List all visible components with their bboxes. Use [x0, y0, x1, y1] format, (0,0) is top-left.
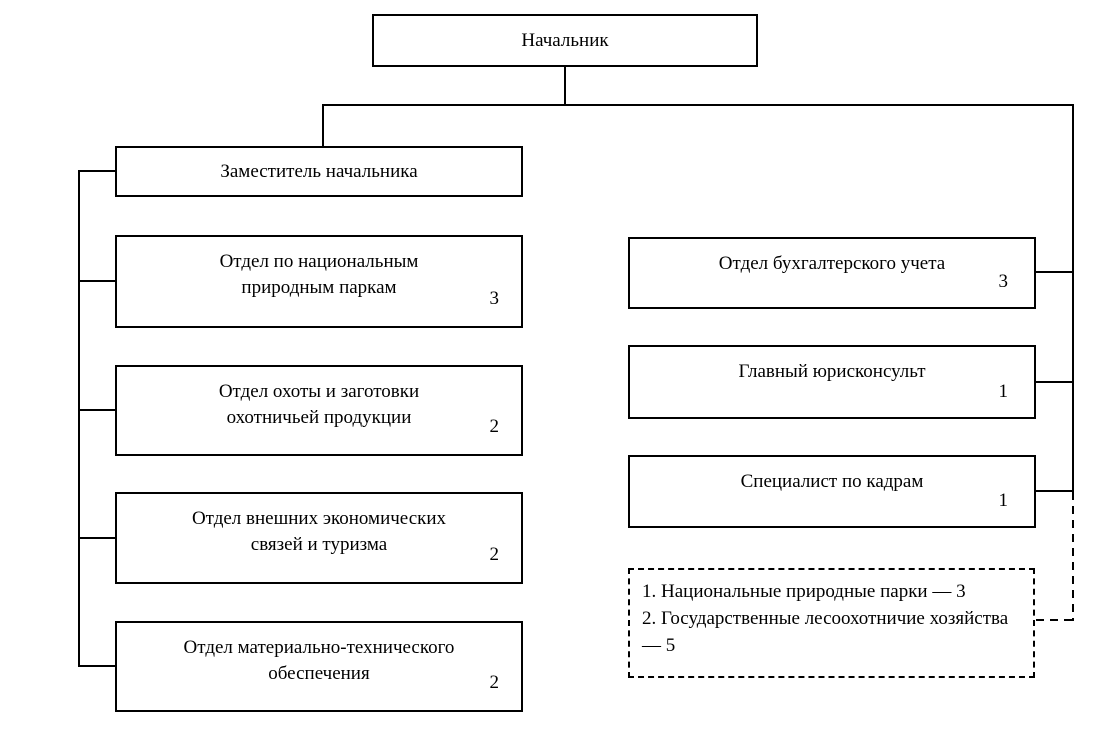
staff-count: 1 [998, 490, 1009, 511]
dept-hunting-box: Отдел охоты и заготовки охотничьей проду… [115, 365, 523, 456]
dept-label: Отдел охоты и заготовки охотничьей проду… [117, 379, 521, 431]
deputy-box: Заместитель начальника [115, 146, 523, 197]
dept-label-line: Отдел внешних экономических [191, 508, 447, 529]
legend-item: 2. Государственные лесоохотничие хозяйст… [642, 608, 1009, 656]
connector-hunting [78, 409, 117, 411]
hr-specialist-box: Специалист по кадрам 1 [628, 455, 1036, 528]
connector-legend-dashed [1036, 619, 1074, 621]
dept-label: Специалист по кадрам [740, 471, 924, 492]
legend-item: 1. Национальные природные парки — 3 [642, 581, 966, 602]
staff-count: 2 [489, 416, 500, 437]
staff-count: 3 [998, 271, 1009, 292]
connector-chief-legal [1034, 381, 1074, 383]
connector-accounting [1034, 271, 1074, 273]
connector-right-trunk-dashed [1072, 492, 1074, 621]
connector-deputy [78, 170, 117, 172]
dept-label-line: обеспечения [268, 663, 370, 684]
legend-box: 1. Национальные природные парки — 3 2. Г… [628, 568, 1035, 678]
connector-hr-specialist [1034, 490, 1074, 492]
staff-count: 2 [489, 672, 500, 693]
connector-logistics [78, 665, 117, 667]
connector-left-branch-drop [322, 104, 324, 148]
dept-accounting-box: Отдел бухгалтерского учета 3 [628, 237, 1036, 309]
chief-legal-box: Главный юрисконсульт 1 [628, 345, 1036, 419]
dept-label-line: связей и туризма [250, 534, 388, 555]
dept-label-line: природным паркам [241, 277, 397, 298]
connector-root-drop [564, 67, 566, 106]
dept-label-line: Отдел охоты и заготовки [218, 381, 420, 402]
dept-label: Отдел бухгалтерского учета [718, 253, 946, 274]
dept-logistics-box: Отдел материально-технического обеспечен… [115, 621, 523, 712]
connector-main-trunk [322, 104, 1074, 106]
root-label: Начальник [521, 29, 609, 51]
dept-label-line: Отдел материально-технического [183, 637, 455, 658]
dept-label-line: Отдел по национальным [219, 251, 419, 272]
dept-label: Главный юрисконсульт [738, 361, 926, 382]
dept-label-line: охотничьей продукции [226, 407, 412, 428]
staff-count: 2 [489, 544, 500, 565]
staff-count: 1 [998, 381, 1009, 402]
dept-label: Отдел материально-технического обеспечен… [117, 635, 521, 687]
connector-right-trunk [1072, 104, 1074, 492]
dept-external-economic-box: Отдел внешних экономических связей и тур… [115, 492, 523, 584]
connector-left-trunk [78, 170, 80, 667]
staff-count: 3 [489, 288, 500, 309]
dept-national-parks-box: Отдел по национальным природным паркам 3 [115, 235, 523, 328]
dept-label: Отдел по национальным природным паркам [117, 249, 521, 301]
deputy-label: Заместитель начальника [220, 160, 418, 182]
root-box: Начальник [372, 14, 758, 67]
dept-label: Отдел внешних экономических связей и тур… [117, 506, 521, 558]
connector-national-parks [78, 280, 117, 282]
connector-external-economic [78, 537, 117, 539]
